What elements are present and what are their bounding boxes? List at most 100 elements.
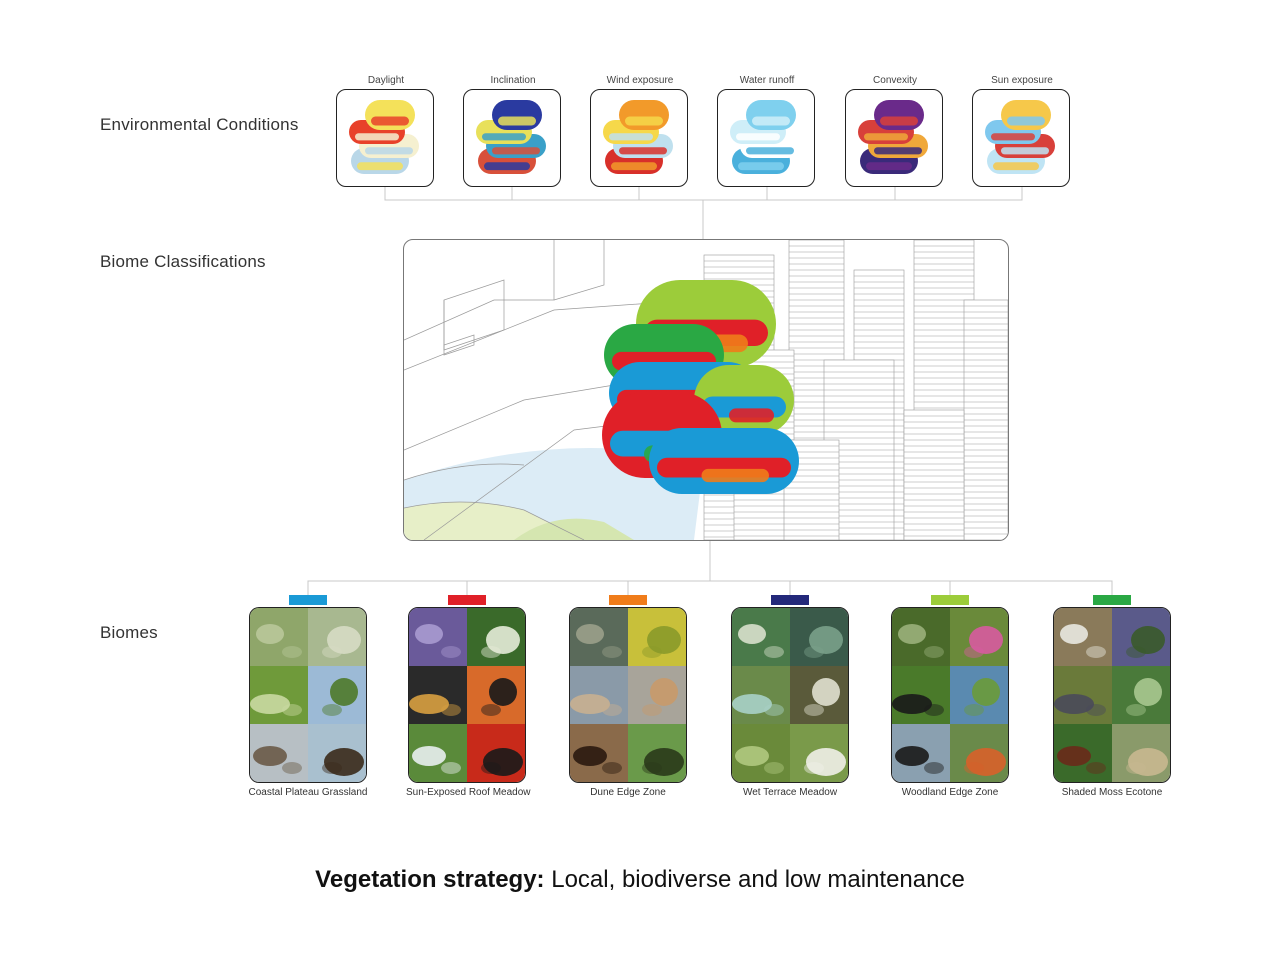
photo-subject [1057, 746, 1091, 766]
species-photo-image [892, 724, 950, 782]
heatmap-band [498, 116, 536, 126]
photo-subject [327, 626, 361, 654]
photo-background [409, 666, 467, 724]
species-photo-image [628, 608, 686, 666]
heatmap-band [752, 116, 790, 126]
condition-label: Wind exposure [606, 75, 674, 86]
biomes-label: Biomes [100, 623, 158, 642]
species-photo-image [950, 666, 1008, 724]
photo-background [250, 666, 308, 724]
species-photo-image [1112, 724, 1170, 782]
photo-detail [642, 704, 662, 716]
species-photo [732, 608, 790, 666]
photo-subject [969, 626, 1003, 654]
photo-subject [732, 694, 772, 714]
species-photo-image [790, 724, 848, 782]
biome-name: Shaded Moss Ecotone [1061, 787, 1163, 798]
environmental-conditions-label: Environmental Conditions [100, 115, 299, 134]
species-photo [308, 608, 366, 666]
photo-detail [322, 646, 342, 658]
condition-thumbnail [717, 89, 815, 187]
photo-background [1054, 666, 1112, 724]
biome-photo-card [731, 607, 849, 783]
species-photo [308, 666, 366, 724]
species-photo [1054, 724, 1112, 782]
biome-classifications-label: Biome Classifications [100, 252, 266, 271]
species-photo-image [570, 666, 628, 724]
biome-classification-panel [403, 239, 1009, 541]
photo-detail [924, 762, 944, 774]
species-photo [1054, 666, 1112, 724]
heatmap-band [993, 162, 1039, 171]
heatmap-band [736, 133, 780, 141]
photo-grid [892, 608, 1008, 782]
species-photo [892, 724, 950, 782]
biome-dune-edge-zone: Dune Edge Zone [567, 595, 689, 798]
condition-heatmap [730, 100, 800, 174]
photo-detail [804, 646, 824, 658]
condition-water-runoff: Water runoff [717, 74, 817, 187]
species-photo-image [250, 608, 308, 666]
species-photo [1054, 608, 1112, 666]
heatmap-band [371, 116, 409, 126]
photo-detail [441, 704, 461, 716]
condition-label: Sun exposure [991, 75, 1053, 86]
photo-subject [486, 626, 520, 654]
species-photo [250, 608, 308, 666]
photo-subject [966, 748, 1006, 776]
photo-detail [924, 646, 944, 658]
condition-label: Water runoff [739, 75, 795, 86]
heatmap-band [880, 116, 918, 126]
photo-detail [764, 704, 784, 716]
species-photo [1112, 666, 1170, 724]
species-photo-image [250, 666, 308, 724]
species-photo [892, 608, 950, 666]
photo-subject [324, 748, 364, 776]
tower [903, 409, 965, 540]
species-photo [409, 724, 467, 782]
heatmap-band [611, 162, 657, 171]
photo-subject [650, 678, 678, 706]
photo-subject [1128, 748, 1168, 776]
species-photo [308, 724, 366, 782]
photo-subject [738, 624, 766, 644]
biome-photo-card [569, 607, 687, 783]
heatmap-band [1007, 116, 1045, 126]
photo-detail [602, 704, 622, 716]
species-photo [570, 608, 628, 666]
photo-detail [282, 646, 302, 658]
biome-color-tab [448, 595, 486, 605]
heatmap-band [866, 162, 912, 171]
species-photo-image [732, 724, 790, 782]
tower-blocks [703, 240, 1008, 540]
photo-subject [1060, 624, 1088, 644]
heatmap-band [484, 162, 530, 171]
heatmap-band [625, 116, 663, 126]
species-photo [950, 608, 1008, 666]
biome-name: Sun-Exposed Roof Meadow [406, 787, 531, 798]
photo-detail [441, 762, 461, 774]
footer-rest: Local, biodiverse and low maintenance [544, 866, 965, 893]
species-photo [570, 724, 628, 782]
condition-thumbnail [336, 89, 434, 187]
photo-subject [898, 624, 926, 644]
photo-detail [322, 762, 342, 774]
photo-detail [964, 704, 984, 716]
photo-detail [764, 646, 784, 658]
species-photo-image [1112, 608, 1170, 666]
photo-detail [322, 704, 342, 716]
biome-classification-render [404, 240, 1008, 540]
species-photo [628, 666, 686, 724]
photo-subject [573, 746, 607, 766]
photo-subject [735, 746, 769, 766]
species-photo-image [628, 666, 686, 724]
massing-band [729, 408, 774, 423]
species-photo [467, 666, 525, 724]
species-photo-image [308, 724, 366, 782]
species-photo-image [409, 608, 467, 666]
species-photo-image [467, 724, 525, 782]
photo-detail [1126, 704, 1146, 716]
photo-detail [764, 762, 784, 774]
photo-grid [732, 608, 848, 782]
species-photo-image [790, 608, 848, 666]
